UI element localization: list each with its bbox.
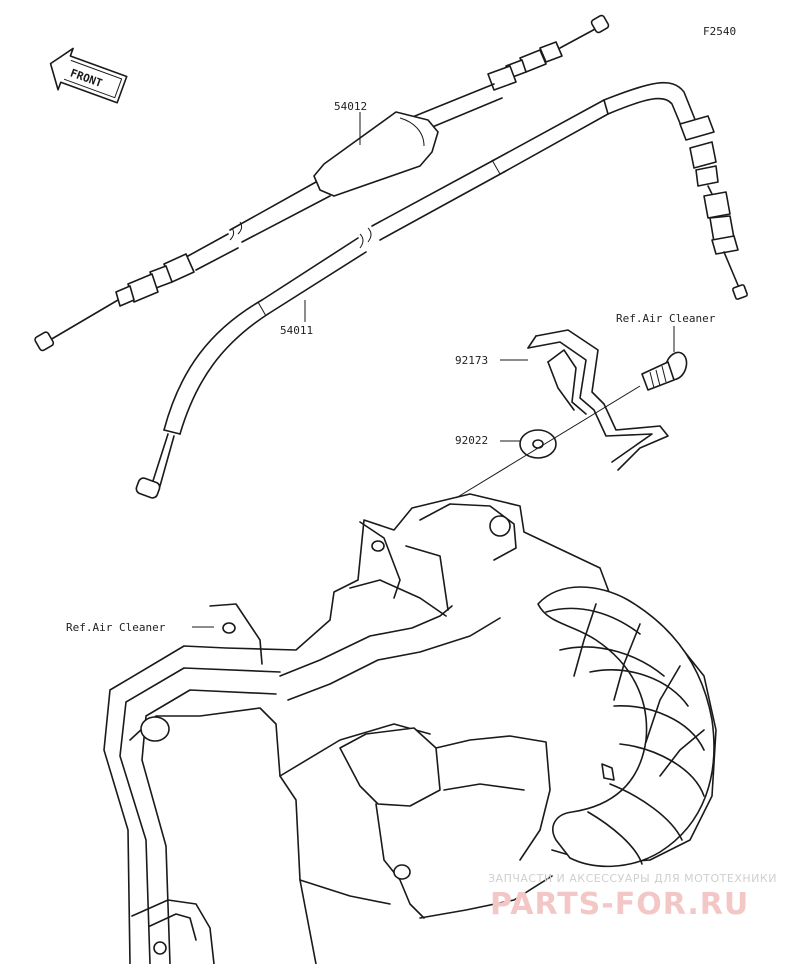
cable-clip-92173 [527, 329, 669, 471]
part-number-92022: 92022 [455, 434, 488, 447]
cable-54012 [34, 14, 610, 352]
front-arrow-icon: FRONT [49, 47, 128, 104]
air-cleaner-housing [103, 493, 717, 964]
part-number-54012: 54012 [334, 100, 367, 113]
cable-54011 [135, 81, 748, 499]
washer-92022 [519, 429, 557, 459]
part-number-54011: 54011 [280, 324, 313, 337]
bolt [641, 351, 688, 391]
watermark-brand: PARTS-FOR.RU [490, 887, 749, 922]
watermark: ЗАПЧАСТИ И АКСЕССУАРЫ ДЛЯ МОТОТЕХНИКИ PA… [488, 872, 777, 922]
figure-code: F2540 [703, 25, 736, 38]
ref-air-cleaner-left: Ref.Air Cleaner [66, 621, 166, 634]
ref-air-cleaner-top: Ref.Air Cleaner [616, 312, 716, 325]
watermark-tagline: ЗАПЧАСТИ И АКСЕССУАРЫ ДЛЯ МОТОТЕХНИКИ [488, 872, 777, 885]
part-number-92173: 92173 [455, 354, 488, 367]
intake-duct [537, 586, 715, 868]
